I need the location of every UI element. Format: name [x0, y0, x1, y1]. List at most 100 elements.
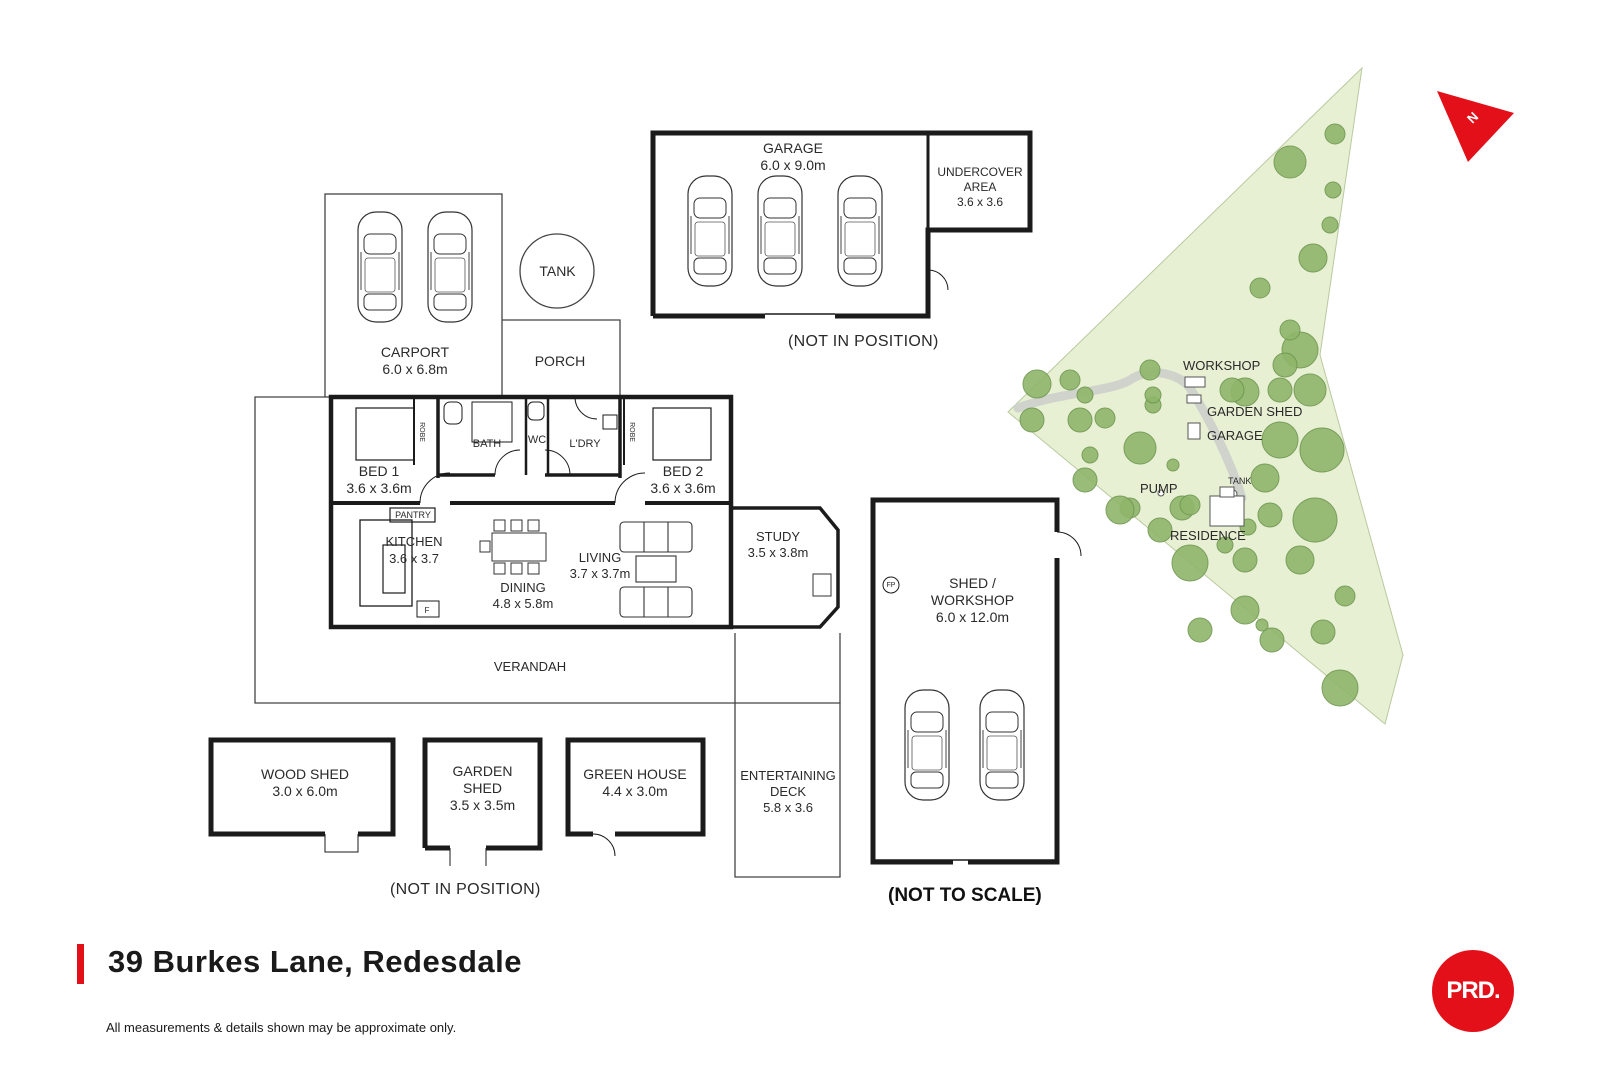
bed1-size: 3.6 x 3.6m [346, 480, 412, 496]
garage-label: GARAGE [763, 140, 823, 156]
living-lounges [619, 521, 693, 618]
house-walls [328, 394, 734, 630]
garage-car-3 [837, 175, 883, 287]
dining-table [479, 519, 547, 575]
verandah-label: VERANDAH [493, 659, 567, 674]
site-tree [1261, 421, 1299, 459]
gardenshed-label-1: GARDEN [452, 763, 513, 779]
site-tree [1250, 463, 1280, 493]
site-tank-label: TANK [1228, 476, 1252, 486]
site-tree [1321, 669, 1359, 707]
site-tree [1298, 243, 1328, 273]
site-tree [1259, 627, 1285, 653]
laundry-label: L'DRY [569, 438, 601, 450]
site-tree [1219, 377, 1245, 403]
site-tree [1105, 495, 1135, 525]
bath-label: BATH [472, 438, 502, 450]
site-tree [1293, 373, 1327, 407]
study-label: STUDY [755, 529, 801, 544]
site-tree [1123, 431, 1157, 465]
greenhouse-label: GREEN HOUSE [583, 766, 687, 782]
site-tree [1279, 319, 1301, 341]
study-desk [812, 573, 832, 597]
site-buildings [1157, 376, 1245, 527]
garage-position-note: (NOT IN POSITION) [788, 333, 939, 350]
site-tree [1076, 386, 1094, 404]
property-address: 39 Burkes Lane, Redesdale [108, 944, 522, 979]
robe-1-label: ROBE [418, 422, 425, 442]
site-tree [1324, 181, 1342, 199]
site-tree [1067, 407, 1093, 433]
site-tree [1249, 277, 1271, 299]
site-tree [1059, 369, 1081, 391]
site-tree [1230, 595, 1260, 625]
outbuildings [208, 737, 706, 851]
shed-car-1 [904, 689, 950, 801]
living-size: 3.7 x 3.7m [569, 566, 631, 581]
living-label: LIVING [578, 550, 622, 565]
dining-label: DINING [500, 580, 546, 595]
garage-outline [650, 130, 1033, 319]
deck-label-2: DECK [769, 784, 807, 799]
undercover-label-1: UNDERCOVER [937, 165, 1023, 179]
study-size: 3.5 x 3.8m [747, 545, 809, 560]
robe-2-label: ROBE [628, 422, 635, 442]
site-tree [1310, 619, 1336, 645]
pantry-label: PANTRY [395, 510, 431, 520]
carport-size: 6.0 x 6.8m [382, 361, 448, 377]
tank-circle [519, 233, 595, 309]
site-tree [1216, 536, 1234, 554]
site-tree [1321, 216, 1339, 234]
site-tree [1081, 446, 1099, 464]
site-tree [1187, 617, 1213, 643]
carport-label: CARPORT [380, 344, 450, 360]
footer-accent-bar [77, 944, 84, 984]
not-to-scale-note: (NOT TO SCALE) [888, 885, 1042, 906]
site-tree [1285, 545, 1315, 575]
undercover-label-2: AREA [963, 180, 997, 194]
wc-label: WC [527, 434, 547, 446]
site-tree [1299, 427, 1345, 473]
undercover-size: 3.6 x 3.6 [956, 195, 1004, 209]
site-tree [1147, 517, 1173, 543]
tank-label: TANK [539, 263, 576, 279]
site-tree [1094, 407, 1116, 429]
site-tree [1179, 494, 1201, 516]
shed-label-1: SHED / [949, 575, 996, 591]
site-tree [1324, 123, 1346, 145]
site-tree [1144, 386, 1162, 404]
garage-car-2 [757, 175, 803, 287]
garage-car-1 [687, 175, 733, 287]
shed-car-2 [979, 689, 1025, 801]
shed-outline [870, 497, 1082, 865]
site-tree [1292, 497, 1338, 543]
dining-size: 4.8 x 5.8m [492, 596, 554, 611]
carport-car-2 [427, 211, 473, 323]
kitchen-size: 3.6 x 3.7 [389, 551, 439, 566]
carport-car-1 [357, 211, 403, 323]
site-tree [1334, 585, 1356, 607]
woodshed-label: WOOD SHED [261, 766, 349, 782]
site-tree [1139, 359, 1161, 381]
deck-size: 5.8 x 3.6 [763, 800, 813, 815]
fireplace-label: FP [886, 582, 896, 589]
greenhouse-size: 4.4 x 3.0m [602, 783, 668, 799]
site-tree [1171, 544, 1209, 582]
site-tree [1019, 407, 1045, 433]
fridge-label: F [424, 606, 430, 615]
outbuilding-doors [324, 833, 616, 866]
site-tree [1166, 458, 1180, 472]
disclaimer-text: All measurements & details shown may be … [106, 1020, 457, 1035]
north-compass-icon [1437, 91, 1514, 162]
gardenshed-size: 3.5 x 3.5m [449, 797, 516, 813]
woodshed-size: 3.0 x 6.0m [272, 783, 338, 799]
porch-label: PORCH [534, 353, 586, 369]
site-tree [1255, 618, 1269, 632]
site-tree [1232, 547, 1258, 573]
shed-label-2: WORKSHOP [930, 592, 1015, 608]
site-workshop-label: WORKSHOP [1183, 358, 1261, 373]
site-tree [1072, 467, 1098, 493]
site-tree [1022, 369, 1052, 399]
bed2-label: BED 2 [662, 463, 704, 479]
